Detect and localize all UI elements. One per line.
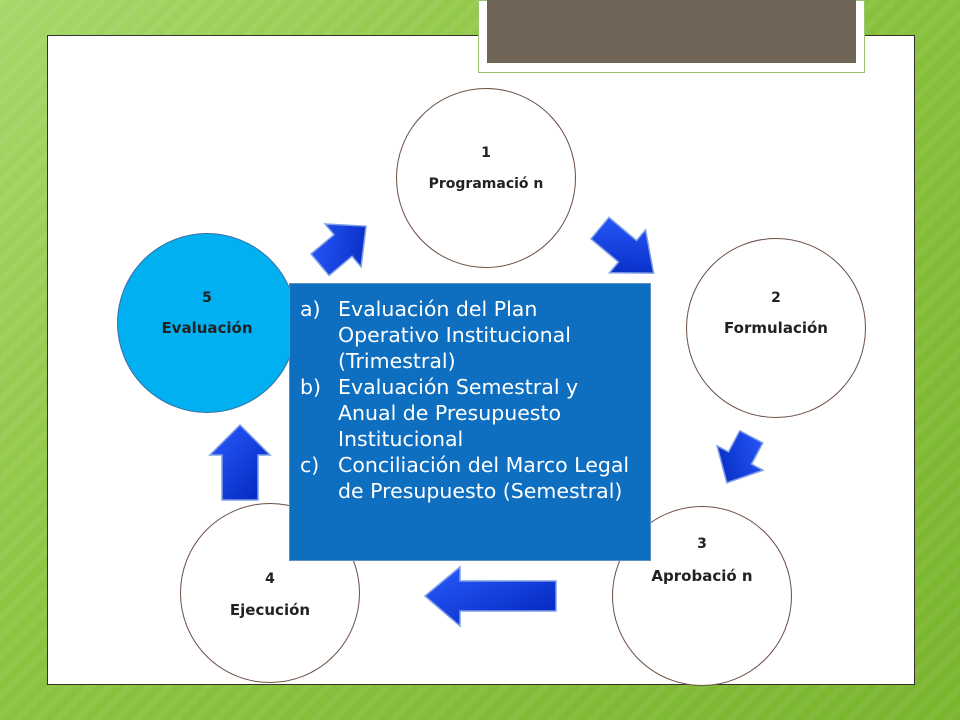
title-tab xyxy=(487,0,856,63)
arrow-down-left-icon xyxy=(715,429,765,484)
stage-1-label: Programació n xyxy=(428,176,544,192)
stage-3-number: 3 xyxy=(697,536,707,552)
stage-2-label: Formulación xyxy=(724,319,828,337)
stage-4-label: Ejecución xyxy=(229,601,311,619)
evaluation-details-box: a) Evaluación del Plan Operativo Institu… xyxy=(289,283,651,561)
list-item-text: Evaluación Semestral y Anual de Presupue… xyxy=(338,375,579,451)
arrow-left-icon xyxy=(423,565,557,628)
stage-2-number: 2 xyxy=(771,290,781,306)
stage-3-label: Aprobació n xyxy=(651,567,753,585)
stage-5-label: Evaluación xyxy=(161,319,253,337)
stage-1-number: 1 xyxy=(481,145,491,161)
list-item-letter: c) xyxy=(300,453,320,477)
list-item: c) Conciliación del Marco Legal de Presu… xyxy=(300,452,642,504)
list-item: a) Evaluación del Plan Operativo Institu… xyxy=(300,296,642,374)
stage-5-number: 5 xyxy=(202,290,212,306)
list-item-text: Evaluación del Plan Operativo Institucio… xyxy=(338,297,571,373)
list-item: b) Evaluación Semestral y Anual de Presu… xyxy=(300,374,642,452)
list-item-letter: a) xyxy=(300,297,321,321)
stage-4-number: 4 xyxy=(265,571,275,587)
list-item-letter: b) xyxy=(300,375,322,399)
stage-5-circle: 5 Evaluación xyxy=(117,233,297,413)
arrow-down-right-icon xyxy=(589,216,655,274)
stage-2-circle: 2 Formulación xyxy=(686,238,866,418)
stage-1-circle: 1 Programació n xyxy=(396,88,576,268)
list-item-text: Conciliación del Marco Legal de Presupue… xyxy=(338,453,630,503)
arrow-up-icon xyxy=(208,423,272,501)
arrow-up-right-icon xyxy=(310,223,367,277)
